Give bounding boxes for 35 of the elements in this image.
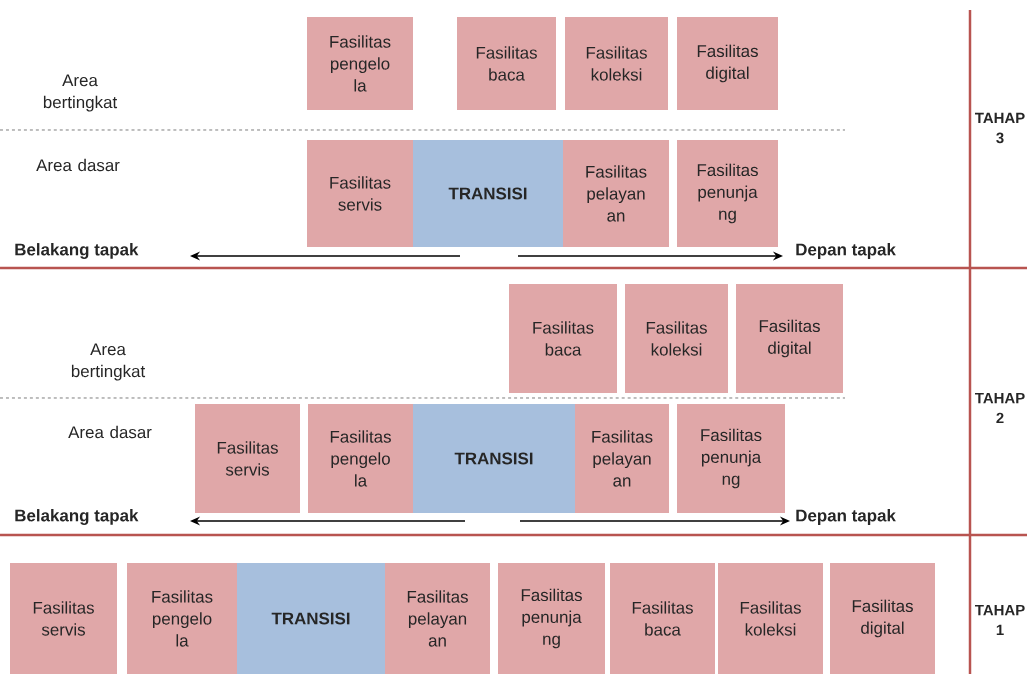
- facility-box: Fasilitas pengelo la: [127, 563, 237, 674]
- facility-box: Fasilitas servis: [10, 563, 117, 674]
- facility-box: Fasilitas pelayan an: [385, 563, 490, 674]
- facility-box: Fasilitas pengelo la: [308, 404, 413, 513]
- facility-box: Fasilitas pelayan an: [563, 140, 669, 247]
- stage-label: TAHAP 1: [975, 604, 1025, 636]
- facility-box: Fasilitas penunja ng: [498, 563, 605, 674]
- area-label: Area bertingkat: [71, 343, 146, 381]
- facility-box: Fasilitas koleksi: [625, 284, 728, 393]
- transition-band: TRANSISI: [237, 563, 385, 674]
- facility-box: Fasilitas baca: [610, 563, 715, 674]
- facility-box: Fasilitas digital: [677, 17, 778, 110]
- facility-box: Fasilitas digital: [830, 563, 935, 674]
- facility-box: Fasilitas digital: [736, 284, 843, 393]
- facility-box: Fasilitas baca: [509, 284, 617, 393]
- transition-band: TRANSISI: [413, 140, 563, 247]
- area-label: Area dasar: [68, 425, 152, 439]
- facility-box: Fasilitas pengelo la: [307, 17, 413, 110]
- facility-box: Fasilitas koleksi: [565, 17, 668, 110]
- facility-box: Fasilitas penunja ng: [677, 140, 778, 247]
- direction-label: Depan tapak: [796, 509, 896, 525]
- stage-label: TAHAP 3: [975, 112, 1025, 144]
- facility-box: Fasilitas penunja ng: [677, 404, 785, 513]
- area-label: Area dasar: [36, 158, 120, 172]
- stage-label: TAHAP 2: [975, 392, 1025, 424]
- facility-box: Fasilitas pelayan an: [575, 404, 669, 513]
- facility-box: Fasilitas koleksi: [718, 563, 823, 674]
- direction-label: Belakang tapak: [15, 243, 139, 259]
- direction-label: Belakang tapak: [15, 509, 139, 525]
- facility-box: Fasilitas servis: [195, 404, 300, 513]
- transition-band: TRANSISI: [413, 404, 575, 513]
- facility-box: Fasilitas baca: [457, 17, 556, 110]
- facility-box: Fasilitas servis: [307, 140, 413, 247]
- area-label: Area bertingkat: [43, 74, 118, 112]
- direction-label: Depan tapak: [796, 243, 896, 259]
